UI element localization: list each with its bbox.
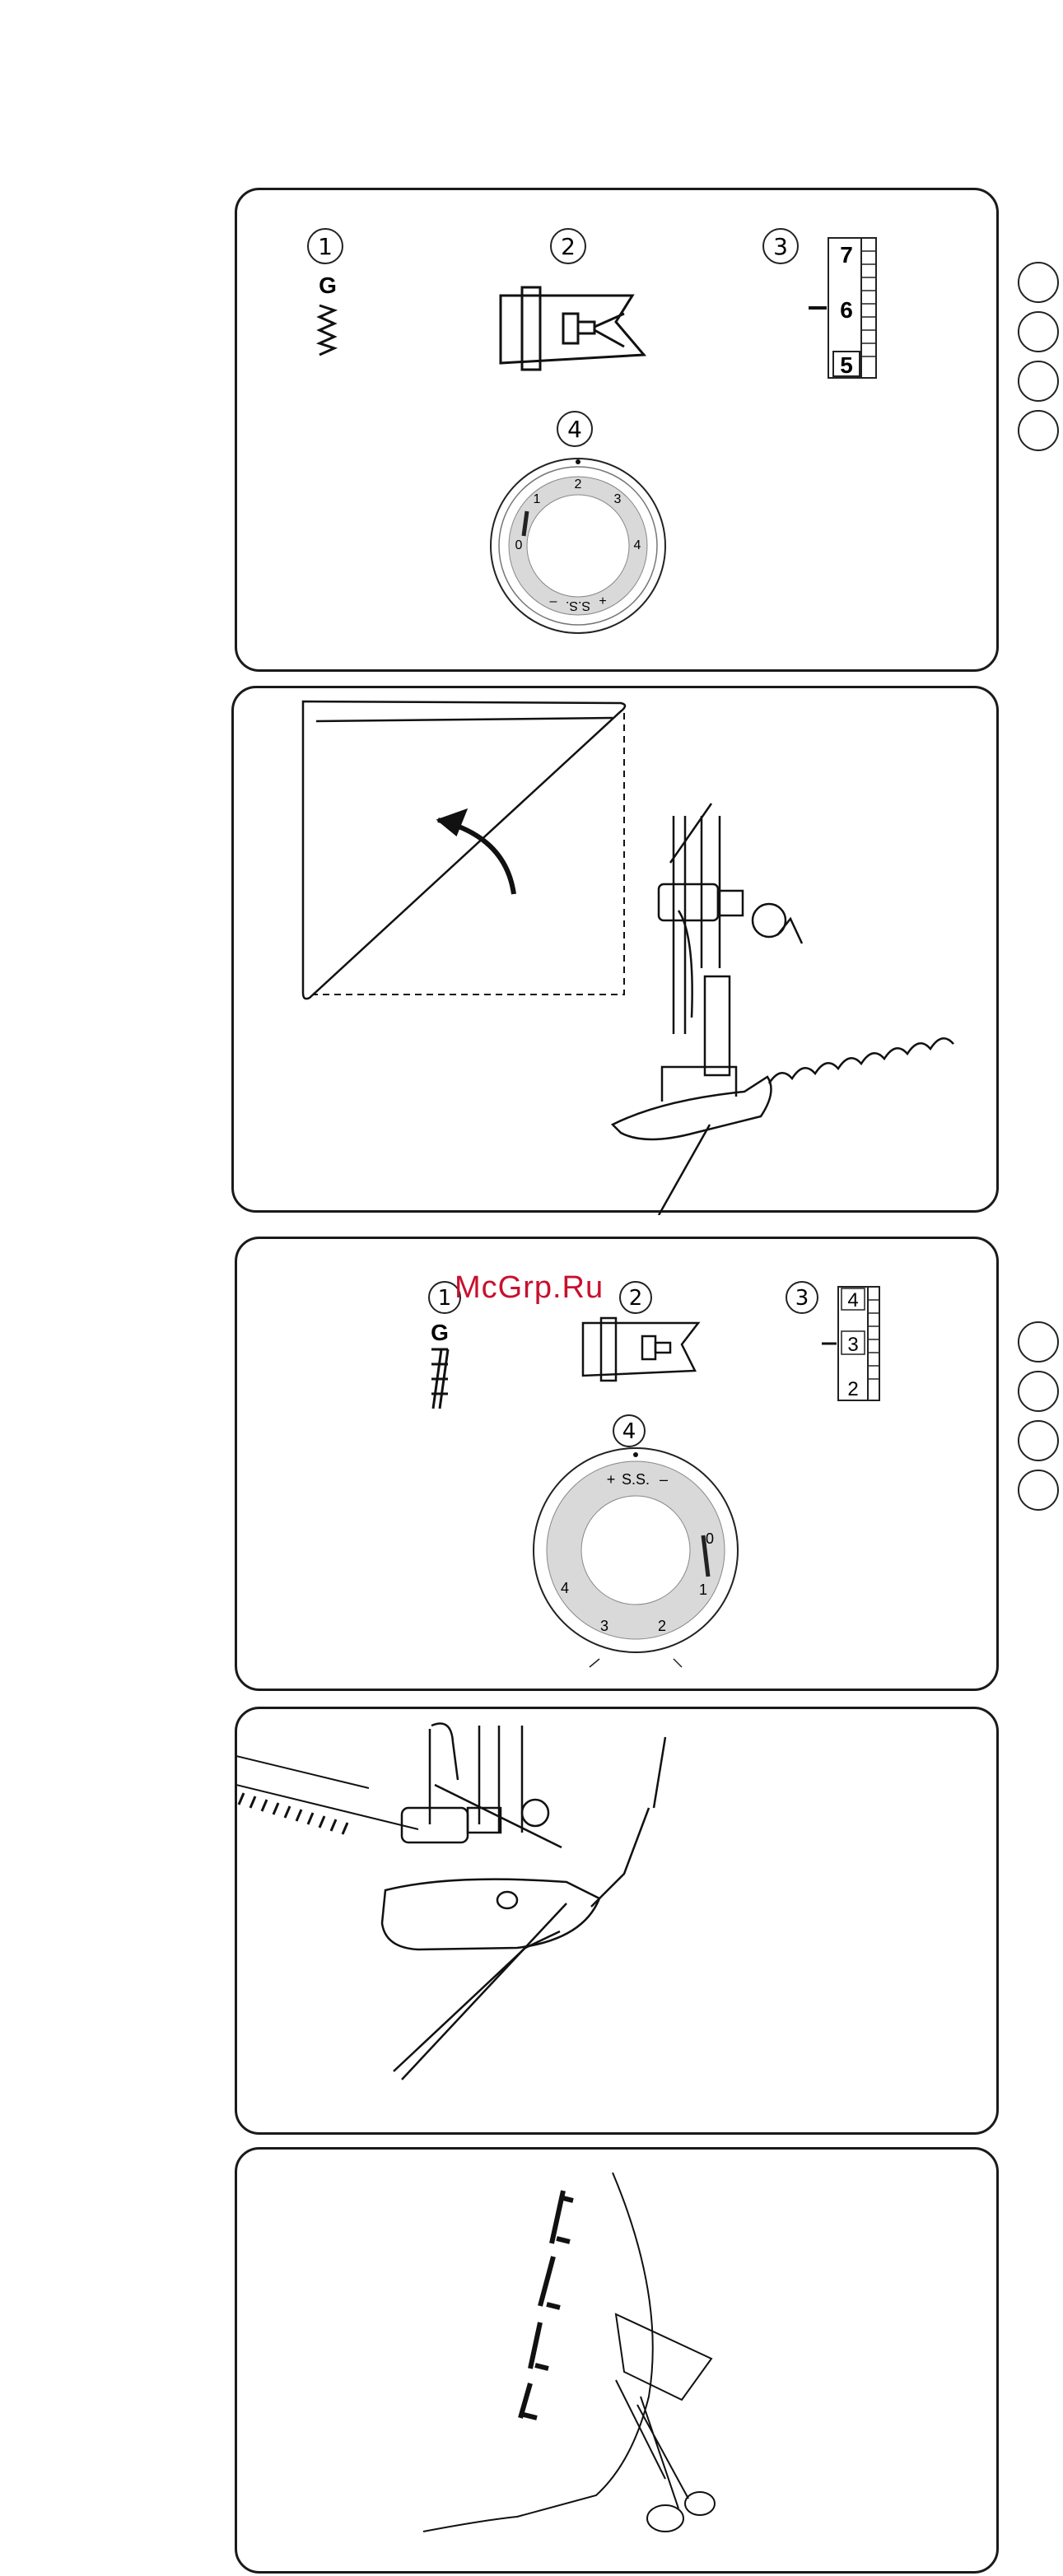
pattern-letter: G: [431, 1320, 449, 1345]
folded-fabric: [303, 701, 625, 999]
dial-mark-2: 2: [575, 477, 582, 491]
stretch-stitch-seam: [520, 2191, 573, 2418]
straight-stretch-stitch-icon: [431, 1349, 448, 1409]
dial-minus: –: [550, 594, 557, 608]
callout-1-number: 1: [438, 1286, 452, 1311]
side-circle: [1018, 262, 1059, 303]
illustration-panel-stretch-sew: [235, 1707, 999, 2135]
scale-value-top: 4: [847, 1289, 858, 1311]
dial-label-ss: S.S.: [566, 599, 590, 613]
stretch-stitch-line: [237, 1750, 418, 1834]
dial-minus: –: [660, 1471, 668, 1488]
callout-3-number: 3: [795, 1286, 809, 1311]
dial-mark-4: 4: [561, 1580, 569, 1596]
scale-value-selected: 6: [840, 297, 853, 323]
stretch-sew-illustration: [237, 1709, 1001, 2137]
side-circle: [1018, 311, 1059, 352]
pattern-letter: G: [319, 273, 337, 298]
fold-arrow-icon: [438, 820, 514, 894]
sewing-foot-drawing: [613, 804, 802, 1215]
dial-mark-0: 0: [515, 538, 523, 552]
side-circle: [1018, 1371, 1059, 1412]
callout-2-number: 2: [629, 1286, 643, 1311]
zigzag-stitch-icon: [319, 305, 334, 355]
stitch-width-scale: 4 3 2: [822, 1287, 879, 1400]
dial-mark-3: 3: [614, 492, 622, 506]
fabric-edge: [423, 2173, 653, 2532]
presser-foot-icon: [501, 287, 644, 370]
fold-and-sew-illustration: [234, 688, 1001, 1215]
watermark-text: McGrp.Ru: [455, 1270, 604, 1306]
settings-panel-2: 1 G 2 3: [235, 1237, 999, 1691]
callout-4-number: 4: [567, 416, 582, 443]
blind-hem-stitch-line: [769, 1038, 953, 1083]
scale-value-bottom: 2: [847, 1378, 858, 1400]
scale-value-top: 7: [840, 242, 853, 268]
callout-4-number: 4: [622, 1419, 636, 1444]
dial-mark-0: 0: [706, 1530, 714, 1547]
dial-mark-4: 4: [634, 538, 641, 552]
presser-foot-icon: [583, 1318, 698, 1381]
trim-fabric-illustration: [237, 2150, 1001, 2576]
trimmed-fabric-flap: [616, 2314, 711, 2400]
settings-panel-1: 1 G 2 3 7 6: [235, 188, 999, 672]
dial-mark-2: 2: [658, 1618, 666, 1634]
side-circle: [1018, 1321, 1059, 1363]
tension-dial: S.S. + – 0 1 2 3 4: [534, 1448, 738, 1667]
illustration-panel-fold-sew: [231, 686, 999, 1213]
settings-panel-1-drawing: 1 G 2 3 7 6: [237, 190, 1001, 674]
dial-plus: +: [607, 1471, 616, 1488]
dial-plus: +: [599, 594, 606, 608]
dial-label-ss: S.S.: [622, 1471, 650, 1488]
scale-value-selected: 3: [847, 1334, 858, 1356]
dial-mark-1: 1: [534, 492, 541, 506]
side-circle: [1018, 410, 1059, 451]
side-circle: [1018, 1420, 1059, 1461]
side-circle: [1018, 361, 1059, 402]
side-circles-top: [1018, 262, 1063, 459]
dial-mark-3: 3: [600, 1618, 608, 1634]
callout-2-number: 2: [561, 233, 576, 260]
side-circle: [1018, 1470, 1059, 1511]
stitch-width-scale: 7 6 5: [809, 238, 876, 378]
scale-value-bottom: 5: [840, 352, 853, 378]
dial-mark-1: 1: [699, 1581, 707, 1598]
callout-1-number: 1: [318, 233, 333, 260]
illustration-panel-trim: [235, 2147, 999, 2574]
side-circles-bottom: [1018, 1321, 1063, 1519]
callout-3-number: 3: [773, 233, 788, 260]
settings-panel-2-drawing: 1 G 2 3: [237, 1239, 1001, 1693]
scissors-icon: [685, 2492, 715, 2515]
tension-dial: 2 3 4 1 0 S.S. – +: [491, 459, 665, 633]
